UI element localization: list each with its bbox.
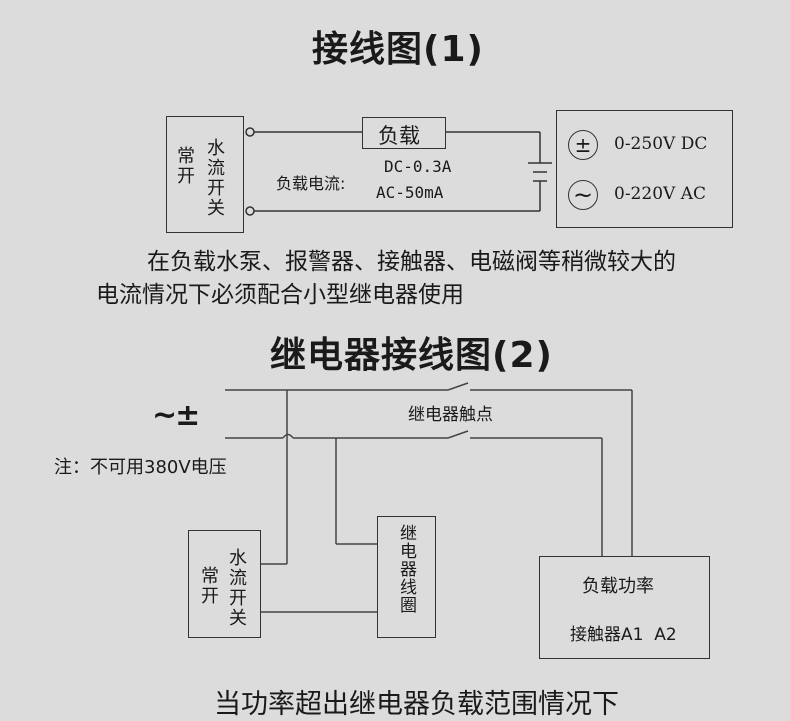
diagram1-title: 接线图(1) xyxy=(312,29,484,70)
diagram2-contactor: 接触器A1 A2 xyxy=(570,625,677,645)
diagram1-current-ac: AC-50mA xyxy=(376,183,444,202)
diagram1-current-label: 负载电流: xyxy=(276,174,346,193)
note-line-1: 在负载水泵、报警器、接触器、电磁阀等稍微较大的 xyxy=(147,249,676,275)
diagram1-supply-dc: 0-250V DC xyxy=(614,134,708,154)
diagram1-supply-ac: 0-220V AC xyxy=(614,184,706,204)
dc-symbol-icon: ± xyxy=(568,130,598,160)
diagram2-switch-box xyxy=(188,530,261,638)
footer-text: 当功率超出继电器负载范围情况下 xyxy=(214,689,619,720)
diagram1-load-box xyxy=(362,117,446,149)
diagram2-contact-label: 继电器触点 xyxy=(408,405,493,425)
diagram1-switch-no: 常开 xyxy=(174,146,195,186)
diagram2-relay-coil-label: 继电器线圈 xyxy=(396,524,416,614)
ac-symbol-icon: ~ xyxy=(568,180,598,210)
diagram2-supply-symbol: ~± xyxy=(152,398,200,433)
diagram2-warning: 注：不可用380V电压 xyxy=(54,457,227,478)
diagram2-switch-name: 水流开关 xyxy=(226,548,247,628)
diagram1-switch-box xyxy=(166,116,244,233)
diagram2-switch-no: 常开 xyxy=(198,566,219,606)
diagram1-current-dc: DC-0.3A xyxy=(384,157,452,176)
diagram2-title: 继电器接线图(2) xyxy=(270,335,553,376)
diagram2-relay-coil-box xyxy=(377,516,436,638)
diagram2-load-box xyxy=(539,556,710,659)
diagram1-load-label: 负载 xyxy=(378,124,420,148)
diagram2-load-power: 负载功率 xyxy=(582,576,654,597)
note-line-2: 电流情况下必须配合小型继电器使用 xyxy=(96,282,464,308)
diagram1-switch-name: 水流开关 xyxy=(204,138,225,218)
